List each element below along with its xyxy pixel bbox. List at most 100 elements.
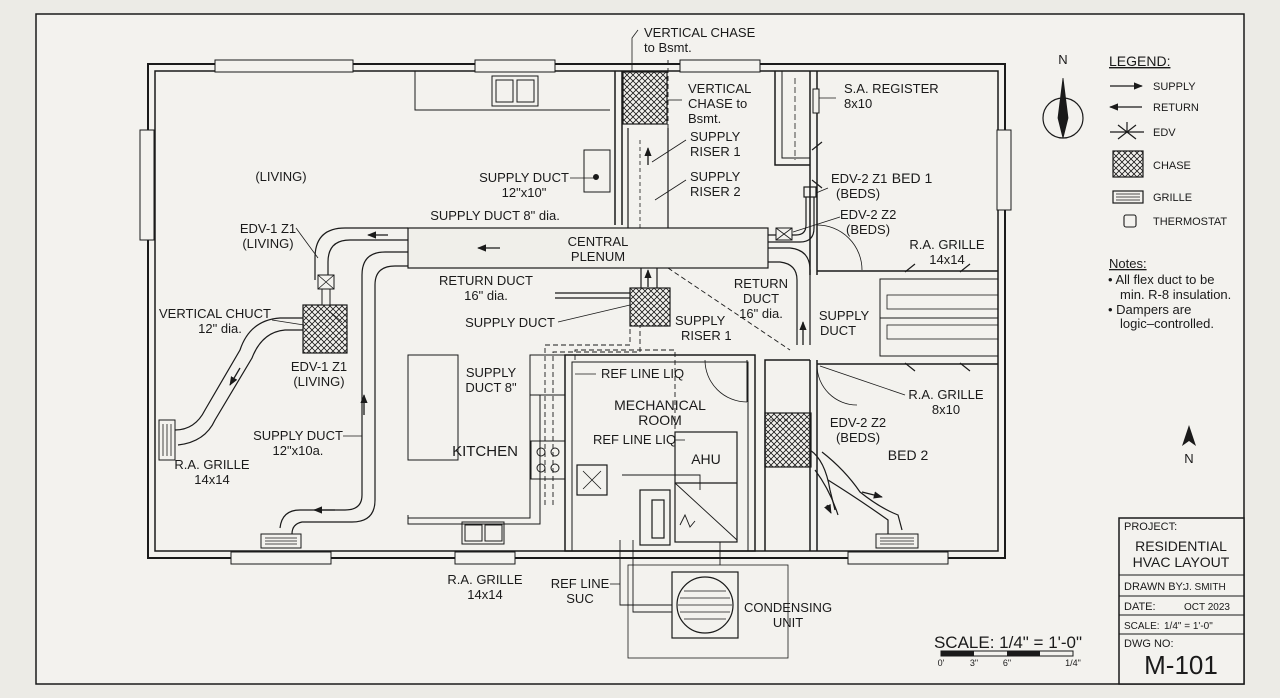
label-ref-line-suc-2: SUC [566, 591, 593, 606]
room-living: (LIVING) [255, 169, 306, 184]
label-edv2-z1-1: EDV-2 Z1 [831, 171, 887, 186]
tb-drawn-by: J. SMITH [1184, 582, 1226, 593]
label-supply-riser-2-1: SUPPLY [690, 169, 741, 184]
scale-bar: SCALE: 1/4" = 1'-0" 0' 3" 6" 1/4" [934, 633, 1082, 668]
grille-symbol-icon [1112, 190, 1144, 204]
tb-dwg-label: DWG NO: [1124, 638, 1174, 650]
notes: Notes: • All flex duct to be min. R-8 in… [1108, 256, 1231, 331]
north-arrow-plan: N [1182, 425, 1196, 466]
scale-tick-3: 1/4" [1065, 658, 1081, 668]
tb-scale-label: SCALE: [1124, 621, 1160, 632]
tb-project-name-1: RESIDENTIAL [1135, 538, 1227, 554]
tb-project-label: PROJECT: [1124, 521, 1177, 533]
north-arrow-compass: N [1042, 52, 1084, 139]
label-edv2-z1-2: (BEDS) [836, 186, 880, 201]
room-bed1: BED 1 [892, 170, 933, 186]
legend-item-thermostat: THERMOSTAT [1153, 216, 1227, 228]
tb-date: OCT 2023 [1184, 602, 1230, 613]
label-supply-riser-2-2: RISER 2 [690, 184, 741, 199]
label-supply-duct-8dia: SUPPLY DUCT 8" dia. [430, 208, 560, 223]
label-ra-grille-living-1: R.A. GRILLE [174, 457, 249, 472]
room-mechanical-line1: MECHANICAL [614, 397, 706, 413]
edv1-chase [302, 304, 348, 354]
bed2-chase [764, 412, 812, 468]
label-supply-duct-12x10-1: SUPPLY DUCT [479, 170, 569, 185]
ahu [674, 431, 738, 543]
label-sa-register-2: 8x10 [844, 96, 872, 111]
label-sa-register-1: S.A. REGISTER [844, 81, 939, 96]
tb-scale: 1/4" = 1'-0" [1164, 621, 1213, 632]
label-central-plenum-2: PLENUM [571, 249, 625, 264]
label-ra-grille-bottom-1: R.A. GRILLE [447, 572, 522, 587]
label-supply-duct-vert-1: SUPPLY [819, 308, 870, 323]
walls [147, 63, 1006, 559]
label-ra-grille-bed2-1: R.A. GRILLE [908, 387, 983, 402]
label-return-duct-right-1: RETURN [734, 276, 788, 291]
label-supply-duct-vert-2: DUCT [820, 323, 856, 338]
label-return-duct-right-2: DUCT [743, 291, 779, 306]
label-edv1-z1-top-1: EDV-1 Z1 [240, 221, 296, 236]
label-return-duct-left-2: 16" dia. [464, 288, 508, 303]
label-edv2-z2-top-1: EDV-2 Z2 [840, 207, 896, 222]
label-vertical-chase-top-2: to Bsmt. [644, 40, 692, 55]
notes-title: Notes: [1109, 256, 1147, 271]
label-ra-grille-bed1-2: 14x14 [929, 252, 964, 267]
label-supply-duct-8-1: SUPPLY [466, 365, 517, 380]
north-label-plan: N [1184, 451, 1193, 466]
grilles [158, 88, 919, 549]
label-supply-duct-12x10-2: 12"x10" [502, 185, 547, 200]
legend-item-edv: EDV [1153, 127, 1176, 139]
ductwork [174, 60, 903, 535]
scale-label: SCALE: 1/4" = 1'-0" [934, 633, 1082, 652]
label-edv1-z1-bottom-1: EDV-1 Z1 [291, 359, 347, 374]
label-supply-duct-12x10a-1: SUPPLY DUCT [253, 428, 343, 443]
label-ref-line-liq-2: REF LINE LIQ [593, 432, 676, 447]
scale-tick-2: 6" [1003, 658, 1011, 668]
label-ref-line-suc-1: REF LINE [551, 576, 610, 591]
windows [139, 59, 1012, 565]
central-plenum [407, 227, 769, 269]
label-condensing-unit-1: CONDENSING [744, 600, 832, 615]
chase-symbol-icon [1112, 150, 1144, 178]
label-ref-line-liq-1: REF LINE LIQ [601, 366, 684, 381]
label-supply-duct-12x10a-2: 12"x10a. [273, 443, 324, 458]
label-ra-grille-bed2-2: 8x10 [932, 402, 960, 417]
label-condensing-unit-2: UNIT [773, 615, 803, 630]
legend-item-chase: CHASE [1153, 160, 1191, 172]
label-ra-grille-bottom-2: 14x14 [467, 587, 502, 602]
label-return-duct-left-1: RETURN DUCT [439, 273, 533, 288]
chases [302, 71, 812, 468]
label-supply-duct-8-2: DUCT 8" [465, 380, 517, 395]
tb-project-name-2: HVAC LAYOUT [1133, 554, 1230, 570]
legend: LEGEND: SUPPLY RETURN EDV CHASE GRILLE T… [1109, 53, 1227, 228]
label-vertical-chuct-1: VERTICAL CHUCT [159, 306, 271, 321]
label-edv2-z2-bottom-1: EDV-2 Z2 [830, 415, 886, 430]
label-supply-riser-1-top-1: SUPPLY [690, 129, 741, 144]
mechanical-equipment [576, 431, 789, 659]
scale-tick-1: 3" [970, 658, 978, 668]
label-supply-riser-1-mid-2: RISER 1 [681, 328, 732, 343]
sa-register-bed1 [812, 88, 820, 114]
tb-dwg-no: M-101 [1144, 650, 1218, 680]
leaders [271, 29, 906, 585]
tb-drawn-by-label: DRAWN BY: [1124, 581, 1185, 593]
label-vertical-chase-top-1: VERTICAL CHASE [644, 25, 756, 40]
flow-arrows [229, 147, 883, 514]
label-edv2-z2-bottom-2: (BEDS) [836, 430, 880, 445]
label-ra-grille-living-2: 14x14 [194, 472, 229, 487]
room-bed2: BED 2 [888, 447, 929, 463]
scale-tick-0: 0' [938, 658, 945, 668]
label-vertical-chase-side-1: VERTICAL [688, 81, 751, 96]
room-mechanical-line2: ROOM [638, 412, 682, 428]
legend-item-return: RETURN [1153, 102, 1199, 114]
label-ahu: AHU [691, 451, 721, 467]
supply-riser-1-chase [629, 287, 671, 327]
legend-item-grille: GRILLE [1153, 192, 1192, 204]
notes-line-2: min. R-8 insulation. [1120, 287, 1231, 302]
label-ra-grille-bed1-1: R.A. GRILLE [909, 237, 984, 252]
label-central-plenum-1: CENTRAL [568, 234, 629, 249]
drawing-labels: (LIVING) KITCHEN MECHANICAL ROOM BED 1 B… [159, 25, 985, 630]
label-edv2-z2-top-2: (BEDS) [846, 222, 890, 237]
label-supply-riser-1-mid-1: SUPPLY [675, 313, 726, 328]
north-label-compass: N [1058, 52, 1067, 67]
